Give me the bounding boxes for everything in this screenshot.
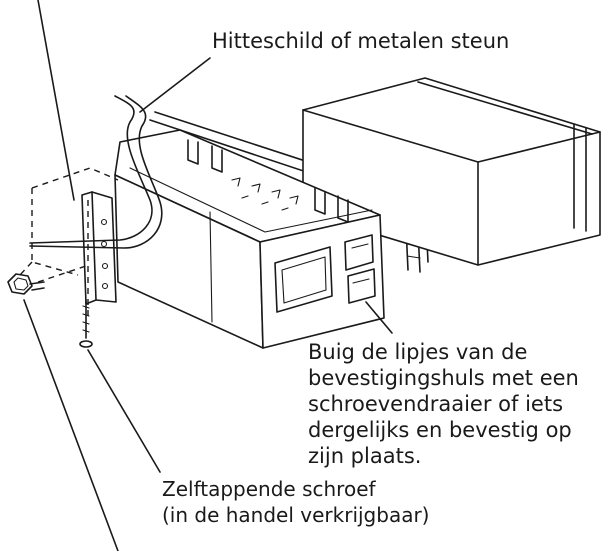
bend-tabs-line-1: Buig de lipjes van de [308, 340, 527, 364]
self-tapping-screw [79, 299, 93, 348]
top-left-leader-line [37, 0, 75, 201]
bend-tabs-line-2: bevestigingshuls met een [308, 366, 579, 390]
heat-shield-label: Hitteschild of metalen steun [212, 29, 509, 53]
heat-shield-callout: Hitteschild of metalen steun [139, 29, 509, 113]
screw-label-line-2: (in de handel verkrijgbaar) [162, 503, 429, 527]
mounting-sleeve [114, 129, 385, 349]
hex-bolt [7, 273, 45, 295]
bend-tabs-line-5: zijn plaats. [308, 444, 421, 468]
screw-label-line-1: Zelftappende schroef [162, 477, 376, 501]
bend-tabs-callout: Buig de lipjes van de bevestigingshuls m… [308, 340, 579, 468]
metal-bracket [19, 167, 119, 318]
bend-tabs-line-4: dergelijks en bevestig op [308, 418, 572, 442]
self-tapping-screw-callout: Zelftappende schroef (in de handel verkr… [162, 477, 429, 527]
bend-tabs-line-3: schroevendraaier of iets [308, 392, 563, 416]
leader-lines [23, 299, 393, 551]
heat-shield-strap [29, 95, 163, 249]
